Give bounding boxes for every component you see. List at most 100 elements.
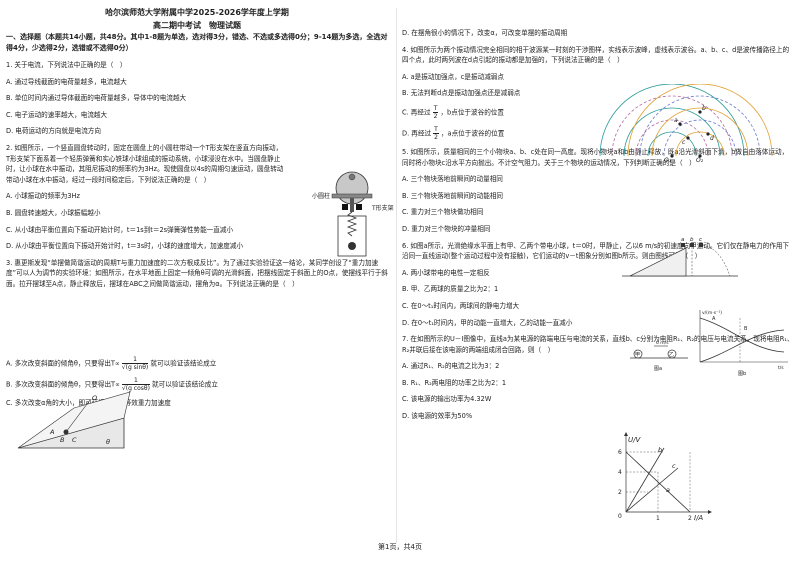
t-frame-stem <box>350 198 354 212</box>
tick-6: 6 <box>618 449 622 456</box>
q4-option-c-lead: C. 再经过 <box>402 108 431 117</box>
crest-arc-9 <box>639 95 761 157</box>
label-curve-a: A <box>712 316 716 322</box>
point-d <box>706 132 710 136</box>
crest-arc-8 <box>651 107 749 157</box>
q6-figure-b: v/(m·s⁻¹) t/s A B 图b <box>699 310 788 376</box>
q2-option-b: B. 圆盘转速越大，小球振幅越小 <box>6 208 101 217</box>
q4-option-d-tail: ，a点位于波谷的位置 <box>440 129 505 138</box>
page-footer: 第1页，共4页 <box>378 543 422 551</box>
tick-4: 4 <box>618 469 622 476</box>
crest-arc-6 <box>675 131 725 157</box>
label-t-axis: t/s <box>778 365 784 371</box>
label-speed: 6 m/s <box>656 340 669 346</box>
water-tank <box>337 215 367 257</box>
q5-stem: 5. 如图所示，质量相同的三个小物块a、b、c处在同一高度。现将小物块a和b由静… <box>402 147 789 167</box>
q5-option-c: C. 重力对三个物块做功相同 <box>402 208 484 217</box>
q7-option-c: C. 该电源的输出功率为4.32W <box>402 395 492 404</box>
ball-shape <box>348 242 356 250</box>
q6-figure-a: 甲 乙 6 m/s 图a <box>630 340 688 372</box>
section1-title: 一、选择题（本题共14小题，共48分。其中1-8题为单选，选对得3分，错选、不选… <box>6 33 388 52</box>
q3-option-b-tail: 就可以验证该结论成立 <box>152 380 218 388</box>
q3-option-b-fraction: 1√(g cosθ) <box>121 377 150 392</box>
t-frame-bar <box>331 193 373 199</box>
frac-den: 2 <box>434 133 438 141</box>
exam-header-line2: 高二期中考试 物理试题 <box>153 21 241 30</box>
q2-stem: 2. 如图所示，一个竖直圆盘转动时，固定在圆盘上的小圆柱带动一个T形支架在竖直方… <box>6 143 284 184</box>
q4-option-c-tail: ，b点位于波谷的位置 <box>440 108 504 117</box>
q3-stem: 3. 惠更斯发现“单摆做简谐运动的周期T与重力加速度的二次方根成反比”。为了通过… <box>6 258 388 288</box>
block-b <box>690 243 694 247</box>
label-b: b <box>690 237 694 243</box>
u-axis-arrow <box>624 432 628 436</box>
q5-option-a: A. 三个物块落地前瞬间的动量相同 <box>402 175 503 184</box>
crest-arc-5 <box>599 84 745 157</box>
frac-num: T <box>432 104 439 113</box>
frac-den: √(g cosθ) <box>121 384 150 392</box>
q2-option-a: A. 小球振动的频率为3Hz <box>6 192 80 201</box>
q3-option-a-fraction: 1√(g sinθ) <box>121 356 149 371</box>
line-a <box>625 451 691 513</box>
label-a: a <box>674 117 678 124</box>
q6-option-c: C. 在0～t₁时间内，两球间的静电力增大 <box>402 301 520 310</box>
label-yi: 乙 <box>669 351 674 358</box>
ball-yi <box>667 349 677 359</box>
label-C: C <box>72 436 77 444</box>
crest-arc-3 <box>623 107 721 157</box>
frac-den: 2 <box>433 112 438 120</box>
pendulum-bob <box>63 429 69 435</box>
i-axis-arrow <box>708 510 712 514</box>
q3-option-a-tail: 就可以验证该结论成立 <box>150 359 217 367</box>
incline-shape <box>629 247 687 277</box>
crest-arc-7 <box>663 119 737 157</box>
projectile-path <box>702 244 731 277</box>
source-o1 <box>670 154 674 158</box>
right-column: D. 在摆角很小的情况下，改变α，可改变单摆的振动周期 4. 如图所示为两个振动… <box>402 6 794 422</box>
tick-0: 0 <box>618 513 622 520</box>
exam-header-line1: 哈尔滨师范大学附属中学2025-2026学年度上学期 <box>105 8 289 17</box>
label-small-cylinder: 小圆柱 <box>312 192 330 200</box>
line-c <box>625 467 679 513</box>
q3-option-a: A. 多次改变斜面的倾角θ，只要得出T∝ 1√(g sinθ) 就可以验证该结论… <box>6 356 388 371</box>
label-a: a <box>681 237 685 243</box>
column-divider <box>396 8 397 543</box>
label-b: b <box>702 105 706 112</box>
label-jia: 甲 <box>635 352 640 358</box>
q3-figure: O A B C θ <box>17 391 131 449</box>
tick-2: 2 <box>618 489 622 496</box>
label-i: I/A <box>694 514 703 522</box>
q2-option-d: D. 从小球由平衡位置向下振动开始计时，t＝3s时，小球的速度增大，加速度减小 <box>6 242 244 251</box>
tick-i2: 2 <box>688 515 692 522</box>
q6-option-a: A. 两小球带电的电性一定相反 <box>402 268 490 277</box>
guide-right <box>356 204 362 210</box>
q5-figure: a b c <box>622 237 738 277</box>
block-a <box>681 243 685 247</box>
label-o1: O₁ <box>664 157 672 162</box>
tick-i1: 1 <box>656 515 660 522</box>
block-c <box>699 243 703 247</box>
q1-option-c: C. 电子运动的速率越大，电流越大 <box>6 110 108 119</box>
q4-option-a: A. a是振动加强点，c是振动减弱点 <box>402 72 504 81</box>
guide-left <box>342 204 348 210</box>
label-O: O <box>92 394 97 402</box>
label-fig-a: 图a <box>654 366 662 372</box>
point-c <box>686 136 690 140</box>
label-line-a: a <box>666 486 670 494</box>
incline-top-face <box>17 391 131 449</box>
q7-stem: 7. 在如图所示的U－I图像中，直线a为某电源的路端电压与电流的关系，直线b、c… <box>402 335 794 354</box>
q3-option-b: B. 多次改变斜面的倾角θ，只要得出T∝ 1√(g cosθ) 就可以验证该结论… <box>6 377 388 392</box>
q7-option-b: B. R₁、R₂两电阻的功率之比为2：1 <box>402 378 507 387</box>
label-c: c <box>699 237 702 243</box>
curve-jia <box>699 329 785 363</box>
label-theta: θ <box>106 438 110 446</box>
pin-shape <box>348 173 356 181</box>
label-u: U/V <box>628 436 641 444</box>
source-o2 <box>698 154 702 158</box>
q3-option-b-lead: B. 多次改变斜面的倾角θ，只要得出T∝ <box>6 380 120 388</box>
q4-option-b: B. 无法判断d点是振动加强点还是减弱点 <box>402 89 521 98</box>
q1-option-d: D. 电荷运动的方向就是电流方向 <box>6 127 101 136</box>
q7-option-d: D. 该电源的效率为50% <box>402 412 473 421</box>
crest-arc-4 <box>611 95 733 157</box>
